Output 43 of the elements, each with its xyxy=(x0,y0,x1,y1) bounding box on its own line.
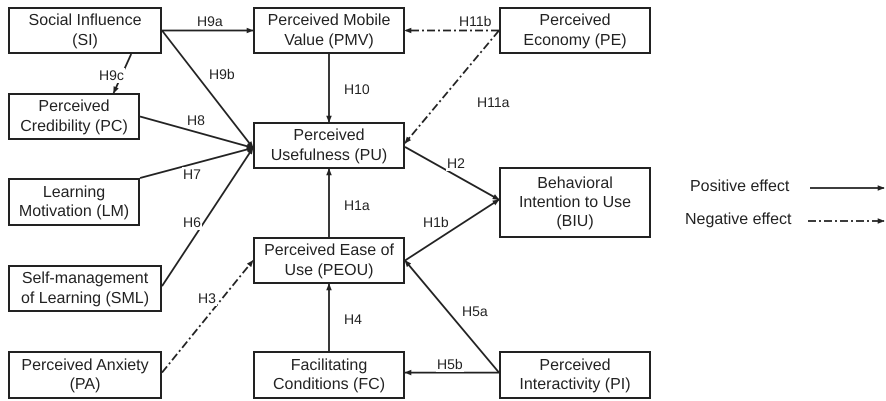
construct-box: Perceived Anxiety (PA) xyxy=(8,351,162,399)
hypothesis-label: H2 xyxy=(446,156,466,172)
construct-box: Perceived Ease of Use (PEOU) xyxy=(253,237,405,284)
hypothesis-label: H9a xyxy=(196,14,224,30)
hypothesis-label: H11a xyxy=(476,95,510,110)
construct-box: Facilitating Conditions (FC) xyxy=(253,351,405,399)
arrow xyxy=(404,198,500,262)
dash-dot-arrow xyxy=(404,28,499,34)
hypothesis-label: H5a xyxy=(461,304,489,320)
hypothesis-label: H5b xyxy=(436,357,464,372)
construct-box: Perceived Economy (PE) xyxy=(499,7,651,54)
arrow xyxy=(404,146,500,200)
dash-dot-arrow xyxy=(161,260,254,374)
arrow xyxy=(161,147,254,287)
arrow xyxy=(140,146,254,179)
hypothesis-label: H6 xyxy=(182,215,202,230)
hypothesis-label: H3 xyxy=(197,291,217,306)
hypothesis-label: H9c xyxy=(98,68,125,84)
construct-box: Perceived Credibility (PC) xyxy=(8,93,140,140)
arrow xyxy=(326,168,332,237)
construct-box: Learning Motivation (LM) xyxy=(8,178,140,226)
hypothesis-label: H1b xyxy=(422,215,450,230)
construct-box: Perceived Usefulness (PU) xyxy=(253,122,405,169)
hypothesis-label: H1a xyxy=(343,198,371,214)
arrow xyxy=(140,116,254,149)
construct-box: Perceived Interactivity (PI) xyxy=(499,351,651,399)
arrow xyxy=(404,370,499,376)
hypothesis-label: H11b xyxy=(458,14,492,30)
arrow xyxy=(161,30,254,148)
dash-dot-arrow xyxy=(404,30,500,144)
arrow xyxy=(326,283,332,351)
arrow xyxy=(404,260,500,374)
arrow xyxy=(162,28,254,34)
legend-text: Negative effect xyxy=(685,211,792,229)
construct-box: Self-management of Learning (SML) xyxy=(8,265,162,312)
construct-box: Behavioral Intention to Use (BIU) xyxy=(499,167,651,238)
construct-box: Perceived Mobile Value (PMV) xyxy=(253,7,405,54)
hypothesis-label: H10 xyxy=(343,82,371,98)
hypothesis-label: H8 xyxy=(186,113,206,128)
legend-text: Positive effect xyxy=(690,178,790,196)
hypothesis-label: H9b xyxy=(208,67,236,82)
construct-box: Social Influence (SI) xyxy=(8,7,162,54)
arrow xyxy=(326,54,332,123)
